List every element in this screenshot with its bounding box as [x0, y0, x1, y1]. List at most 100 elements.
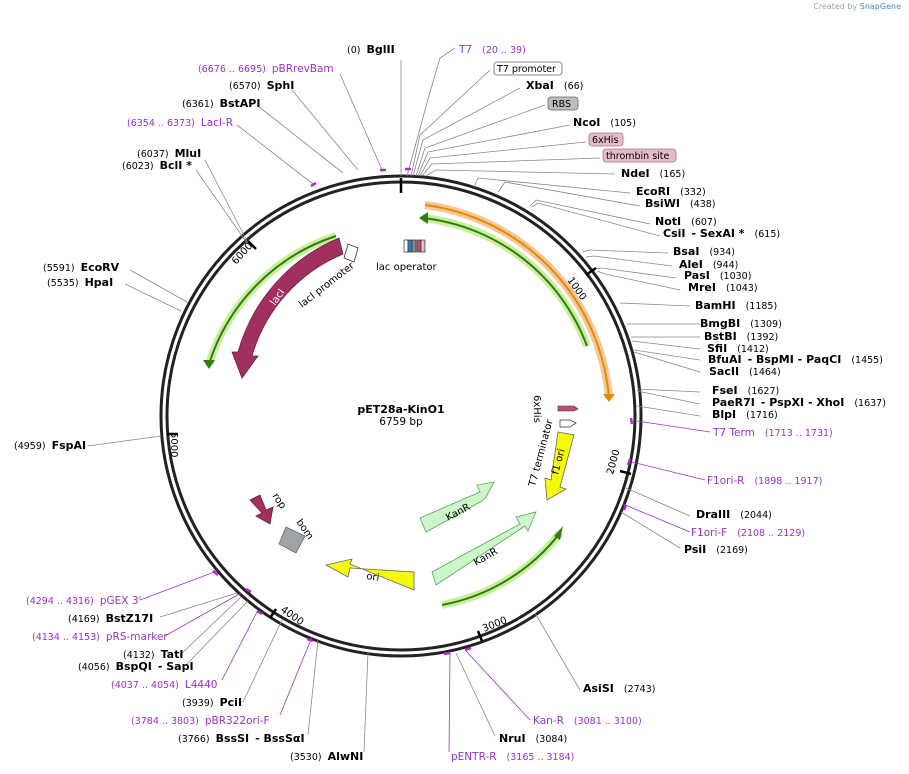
label-bamhi-name: BamHI: [695, 299, 736, 312]
label-noti-position: (607): [691, 217, 717, 228]
label-pbr322-position: (3784 .. 3803): [131, 716, 199, 727]
label-fspai-name: FspAI: [52, 439, 87, 452]
label-bsssi-position: (3766): [178, 734, 210, 745]
lac-operator-label: lac operator: [376, 262, 437, 273]
orf-arc-laci-line: [208, 235, 337, 365]
kanr-arrow-upper: [419, 481, 495, 533]
label-bspqi-extra: - SapI: [158, 660, 194, 673]
bom-box: [278, 526, 306, 554]
label-pbr322-name: pBR322ori-F: [205, 715, 270, 727]
label-f1oriF-name: F1ori-F: [691, 527, 727, 539]
label-bstapi-name: BstAPI: [220, 97, 261, 110]
t7-terminator-arrow: [559, 419, 577, 428]
insert-orf-arrowhead: [603, 394, 615, 402]
label-sphi-name: SphI: [267, 79, 295, 92]
label-pcii-position: (3939): [182, 698, 214, 709]
label-l4440-name: L4440: [185, 679, 218, 691]
label-noti-name: NotI: [655, 215, 681, 228]
label-rbs-name: RBS: [552, 99, 571, 110]
label-kanR-position: (3081 .. 3100): [574, 716, 642, 727]
brand-prefix: Created by: [813, 2, 858, 11]
orf-arrowhead-kanr: [554, 526, 563, 540]
label-fsei-name: FseI: [712, 384, 738, 397]
label-asisi-name: AsiSI: [583, 682, 614, 695]
label-alei-position: (944): [713, 260, 739, 271]
kanr-arrow-lower: [431, 511, 537, 586]
insert-orf-arc: [424, 201, 613, 399]
leader-lines: [87, 47, 711, 753]
label-fspai-position: (4959): [14, 441, 46, 452]
label-hpai-position: (5535): [47, 278, 79, 289]
label-bsai-position: (934): [709, 247, 735, 258]
plasmid-size: 6759 bp: [379, 416, 423, 428]
label-ecori-position: (332): [680, 187, 706, 198]
label-paer7i-extra: - PspXI - XhoI: [761, 396, 844, 409]
label-hpai-name: HpaI: [85, 276, 114, 289]
label-pbrrevbam-name: pBRrevBam: [272, 63, 334, 75]
label-ecorv-name: EcoRV: [81, 261, 120, 274]
label-tati-position: (4132): [123, 650, 155, 661]
label-pentrR-name: pENTR-R: [451, 751, 497, 763]
label-bcli-position: (6023): [122, 161, 154, 172]
label-f1oriF-position: (2108 .. 2129): [737, 528, 805, 539]
label-paer7i-name: PaeR7I: [712, 396, 755, 409]
label-pcii-name: PciI: [220, 696, 242, 709]
label-kanR-name: Kan-R: [533, 715, 564, 727]
label-csii-extra: - SexAI *: [691, 227, 744, 240]
label-bmgbi-name: BmgBI: [700, 317, 740, 330]
label-asisi-position: (2743): [624, 684, 656, 695]
label-thrombin-name: thrombin site: [606, 151, 670, 162]
label-bfuai-extra: - BspMI - PaqCI: [748, 353, 842, 366]
label-pgex3-position: (4294 .. 4316): [26, 596, 94, 607]
label-csii-position: (615): [755, 229, 781, 240]
label-ncoi-name: NcoI: [573, 116, 600, 129]
label-bsssi-name: BssSI: [216, 732, 250, 745]
label-bfuai-name: BfuAI: [708, 353, 742, 366]
label-ecorv-position: (5591): [43, 263, 75, 274]
label-laciR-position: (6354 .. 6373): [127, 118, 195, 129]
f1-ori-arrow: [544, 431, 575, 501]
label-laciR-name: LacI-R: [201, 117, 233, 129]
snapgene-branding: Created by SnapGene: [813, 2, 901, 11]
label-bsiwi-name: BsiWI: [645, 197, 680, 210]
label-bstbi-name: BstBI: [704, 330, 737, 343]
laci-promoter-arrow: [343, 243, 359, 263]
label-nrui-name: NruI: [499, 732, 526, 745]
label-alei-name: AleI: [679, 258, 703, 271]
label-bglii-position: (0): [347, 45, 360, 56]
label-xbai-position: (66): [564, 81, 584, 92]
label-t7term-position: (1713 .. 1731): [765, 428, 833, 439]
label-bsai-name: BsaI: [673, 245, 699, 258]
sixhis-small-label: 6xHis: [531, 395, 542, 423]
label-bmgbi-position: (1309): [750, 319, 782, 330]
t7-promoter-box: [493, 61, 563, 76]
label-alwni-position: (3530): [290, 752, 322, 763]
label-tati-name: TatI: [161, 648, 184, 661]
label-bcli-name: BclI *: [160, 159, 193, 172]
label-ecori-name: EcoRI: [636, 185, 670, 198]
insert-orf-arc-line: [424, 204, 610, 399]
laci-arrow: [231, 237, 344, 379]
label-csii-name: CsiI: [663, 227, 685, 240]
label-fsei-position: (1627): [748, 386, 780, 397]
label-pasi-name: PasI: [684, 269, 710, 282]
label-t7prom-name: T7 promoter: [496, 64, 556, 75]
scale-ticks: [167, 240, 632, 642]
label-sphi-position: (6570): [229, 81, 261, 92]
label-alwni-name: AlwNI: [328, 750, 364, 763]
rop-arrow: [249, 494, 274, 525]
label-f1oriR-name: F1ori-R: [707, 475, 744, 487]
label-t7-name: T7: [458, 44, 472, 56]
label-pasi-position: (1030): [720, 271, 752, 282]
label-prsmarker-position: (4134 .. 4153): [32, 632, 100, 643]
label-paer7i-position: (1637): [854, 398, 886, 409]
label-pgex3-name: pGEX 3': [100, 595, 142, 607]
primer-markers: [212, 167, 634, 656]
label-bfuai-position: (1455): [851, 355, 883, 366]
label-t7-position: (20 .. 39): [482, 45, 526, 56]
label-bstbi-position: (1392): [747, 332, 779, 343]
label-bsiwi-position: (438): [690, 199, 716, 210]
rbs-box: [547, 96, 579, 111]
orf-arc-top-right-line: [422, 217, 588, 347]
